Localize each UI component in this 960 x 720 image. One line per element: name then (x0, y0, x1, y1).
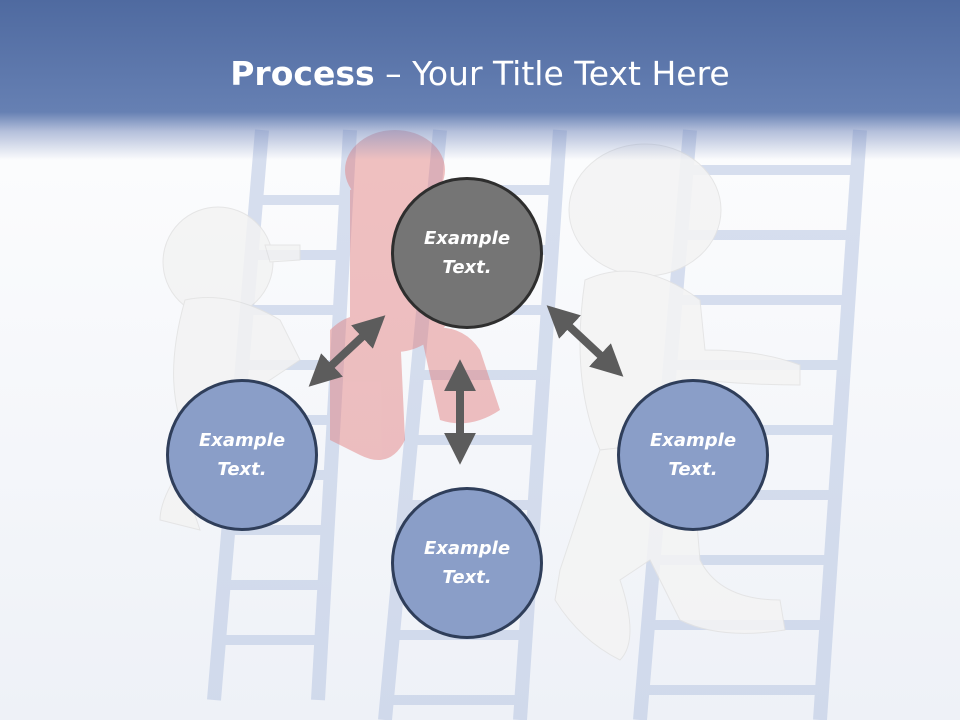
title-band (0, 0, 960, 160)
page-title: Process – Your Title Text Here (0, 52, 960, 96)
title-strong: Process (230, 54, 375, 93)
title-rest: – Your Title Text Here (374, 54, 730, 93)
